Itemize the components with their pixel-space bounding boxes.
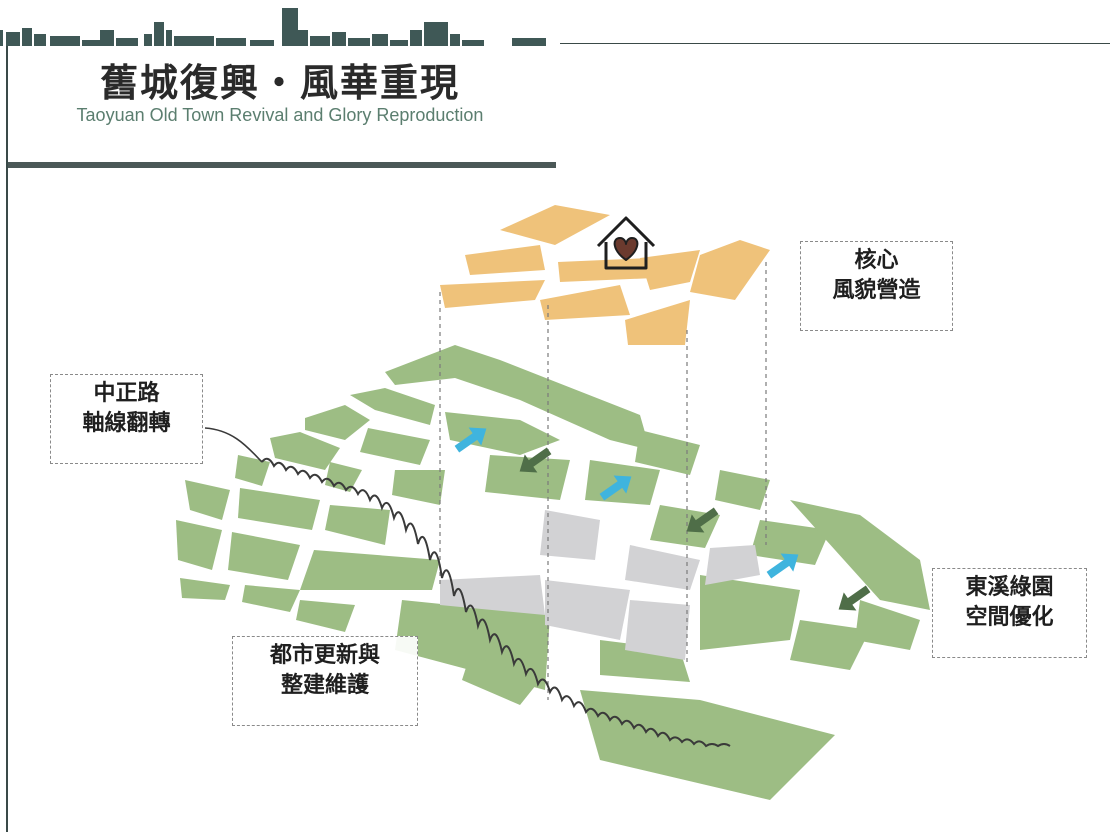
- green-block: [185, 480, 230, 520]
- orange-block: [540, 285, 630, 320]
- green-block: [395, 600, 550, 690]
- green-block: [485, 455, 570, 500]
- label-line: 軸線翻轉: [82, 411, 171, 436]
- blue-arrows: [454, 427, 799, 579]
- green-block: [790, 620, 870, 670]
- green-block: [176, 520, 222, 570]
- green-block: [790, 500, 930, 610]
- page-subtitle: Taoyuan Old Town Revival and Glory Repro…: [76, 105, 484, 125]
- gray-block: [540, 510, 600, 560]
- orange-block: [690, 240, 770, 300]
- label-core-appearance: 核心 風貌營造: [800, 241, 953, 331]
- label-line: 空間優化: [965, 605, 1054, 630]
- label-line: 整建維護: [280, 673, 369, 698]
- page-frame-left: [6, 42, 8, 832]
- green-block: [296, 600, 355, 632]
- label-urban-renewal: 都市更新與 整建維護: [232, 636, 418, 726]
- green-block: [750, 520, 830, 565]
- orange-block: [640, 250, 700, 290]
- green-block: [300, 550, 440, 590]
- label-line: 東溪綠園: [965, 575, 1054, 600]
- green-block: [385, 345, 650, 450]
- green-block: [350, 388, 435, 425]
- gray-block: [705, 545, 760, 585]
- label-line: 中正路: [93, 381, 160, 406]
- green-arrow: [838, 585, 871, 611]
- green-block: [228, 532, 300, 580]
- gray-block: [545, 580, 630, 640]
- page-title: 舊城復興・風華重現: [99, 61, 460, 105]
- green-arrow: [686, 507, 719, 533]
- green-block: [855, 600, 920, 650]
- green-block: [238, 488, 320, 530]
- green-block: [462, 655, 540, 705]
- orange-block: [558, 258, 655, 282]
- green-block: [445, 412, 560, 455]
- gray-block: [440, 575, 545, 615]
- label-road-axis: 中正路 軸線翻轉: [50, 374, 203, 464]
- axis-scribble-wave: [261, 457, 731, 748]
- gray-block: [625, 545, 700, 590]
- label-line: 都市更新與: [269, 643, 380, 668]
- green-block: [270, 432, 340, 470]
- skyline-silhouette: [0, 8, 546, 46]
- blue-arrow: [766, 553, 799, 579]
- orange-block: [625, 300, 690, 345]
- orange-block: [465, 245, 545, 275]
- blue-arrow: [454, 427, 487, 453]
- axis-scribble: [204, 427, 263, 463]
- label-line: 核心: [854, 248, 899, 273]
- green-block: [325, 505, 390, 545]
- green-block: [715, 470, 770, 510]
- green-block: [305, 405, 370, 440]
- green-arrow: [519, 447, 552, 473]
- title-underline: [8, 162, 556, 168]
- title-block: 舊城復興・風華重現 Taoyuan Old Town Revival and G…: [0, 60, 560, 126]
- blue-arrow: [599, 475, 632, 501]
- orange-block: [500, 205, 610, 245]
- label-line: 風貌營造: [832, 278, 921, 303]
- orange-blocks: [440, 205, 770, 345]
- green-arrows: [519, 447, 871, 611]
- label-stream-park: 東溪綠園 空間優化: [932, 568, 1087, 658]
- green-block: [235, 455, 270, 486]
- green-block: [180, 578, 230, 600]
- green-block: [635, 430, 700, 475]
- green-block: [242, 585, 300, 612]
- header-rule: [560, 43, 1110, 44]
- gray-block: [625, 600, 690, 660]
- gray-blocks: [440, 510, 760, 660]
- green-block: [700, 575, 800, 650]
- house-heart-icon: [596, 216, 656, 270]
- projection-lines: [439, 262, 767, 700]
- orange-block: [440, 280, 545, 308]
- base-plate: [175, 345, 990, 800]
- green-block: [360, 428, 430, 465]
- green-block: [392, 470, 445, 505]
